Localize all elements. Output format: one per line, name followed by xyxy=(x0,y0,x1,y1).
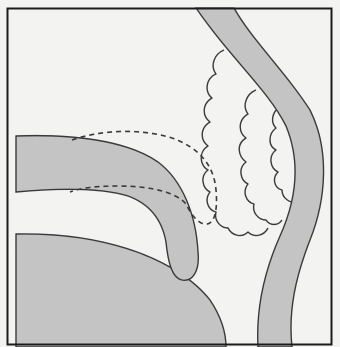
diagram-illustration xyxy=(0,0,340,347)
